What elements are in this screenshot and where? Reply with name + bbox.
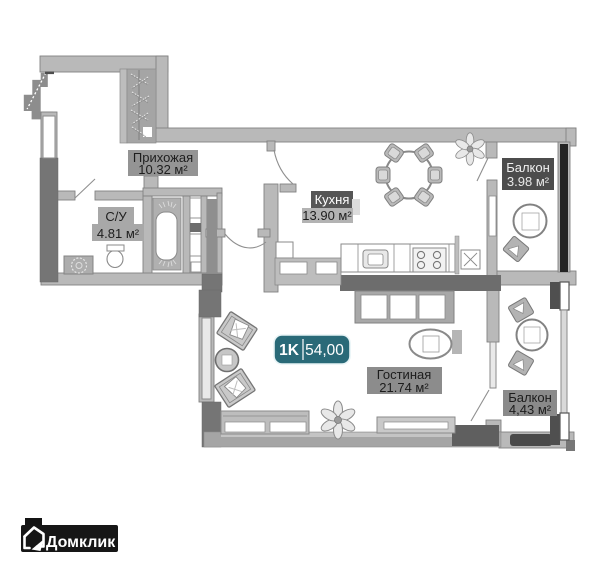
svg-text:21.74 м²: 21.74 м² — [379, 380, 429, 395]
svg-text:Гостиная: Гостиная — [377, 367, 432, 382]
svg-text:Кухня: Кухня — [315, 192, 350, 207]
svg-text:3.98 м²: 3.98 м² — [507, 174, 550, 189]
svg-text:4.81 м²: 4.81 м² — [97, 226, 140, 241]
svg-text:54,00: 54,00 — [305, 342, 344, 359]
svg-text:13.90 м²: 13.90 м² — [302, 208, 352, 223]
svg-text:Балкон: Балкон — [506, 160, 550, 175]
svg-text:Балкон: Балкон — [508, 390, 552, 405]
svg-text:С/У: С/У — [105, 209, 127, 224]
svg-text:Домклик: Домклик — [46, 534, 116, 551]
svg-text:Прихожая: Прихожая — [133, 150, 193, 165]
svg-text:1K: 1K — [279, 342, 300, 359]
svg-text:10.32 м²: 10.32 м² — [138, 162, 188, 177]
svg-text:4,43 м²: 4,43 м² — [509, 402, 552, 417]
